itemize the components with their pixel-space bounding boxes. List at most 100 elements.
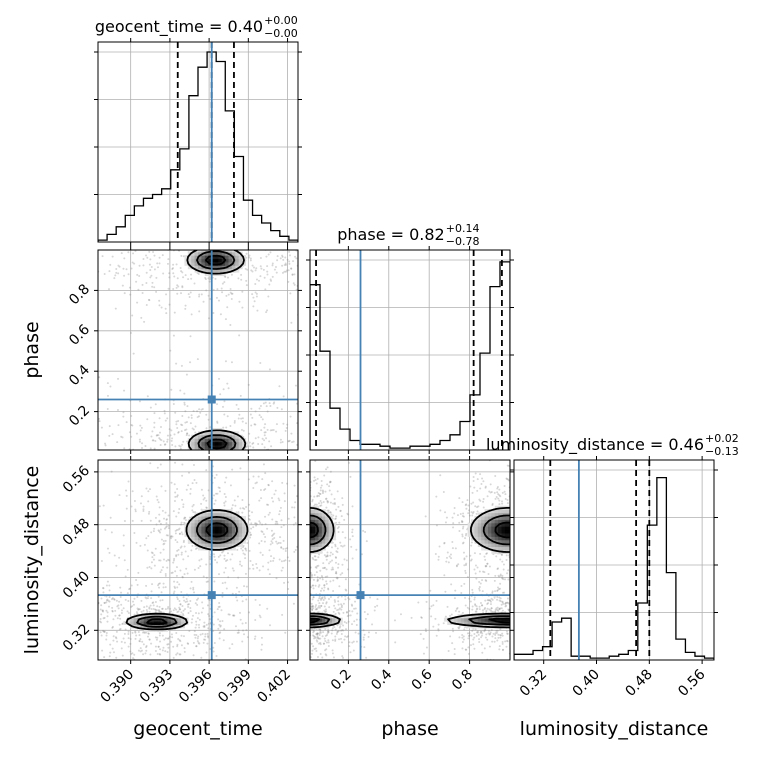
- sample-point: [525, 540, 527, 542]
- sample-point: [299, 507, 301, 509]
- sample-point: [201, 407, 204, 410]
- sample-point: [351, 528, 354, 531]
- sample-point: [320, 232, 322, 234]
- sample-point: [181, 424, 184, 427]
- sample-point: [154, 403, 157, 406]
- sample-point: [108, 270, 111, 273]
- density-cell: [231, 265, 236, 270]
- sample-point: [302, 571, 304, 573]
- sample-point: [240, 564, 243, 567]
- sample-point: [177, 553, 180, 556]
- sample-point: [519, 546, 521, 548]
- sample-point: [321, 656, 324, 659]
- sample-point: [437, 558, 440, 561]
- sample-point: [262, 402, 265, 405]
- sample-point: [159, 224, 161, 226]
- sample-point: [269, 525, 271, 527]
- sample-point: [325, 602, 328, 605]
- density-cell: [187, 265, 192, 270]
- sample-point: [176, 598, 179, 601]
- sample-point: [108, 584, 111, 587]
- sample-point: [258, 414, 261, 417]
- sample-point: [140, 664, 142, 666]
- sample-point: [373, 467, 375, 469]
- sample-point: [150, 435, 153, 438]
- sample-point: [101, 649, 104, 652]
- sample-point: [129, 716, 131, 718]
- sample-point: [154, 547, 157, 550]
- sample-point: [194, 425, 197, 428]
- density-cell: [238, 444, 243, 449]
- sample-point: [481, 579, 484, 582]
- sample-point: [266, 428, 269, 431]
- sample-point: [293, 574, 295, 576]
- sample-point: [505, 554, 508, 557]
- sample-point: [299, 541, 301, 543]
- density-cell: [238, 519, 243, 524]
- sample-point: [117, 454, 119, 456]
- sample-point: [302, 590, 304, 592]
- sample-point: [557, 548, 559, 550]
- sample-point: [135, 432, 138, 435]
- density-cell: [187, 522, 192, 527]
- sample-point: [237, 631, 240, 634]
- sample-point: [302, 620, 304, 622]
- sample-point: [100, 559, 103, 562]
- sample-point: [190, 313, 193, 316]
- sample-point: [295, 525, 297, 527]
- sample-point: [299, 536, 301, 538]
- density-cell: [231, 512, 236, 517]
- sample-point: [133, 597, 136, 600]
- sample-point: [258, 569, 261, 572]
- sample-point: [242, 226, 244, 228]
- sample-point: [244, 267, 247, 270]
- sample-point: [483, 555, 486, 558]
- density-cell: [221, 512, 226, 517]
- sample-point: [529, 552, 531, 554]
- sample-point: [289, 522, 291, 524]
- sample-point: [186, 349, 188, 351]
- sample-point: [336, 630, 339, 633]
- sample-point: [231, 643, 234, 646]
- sample-point: [111, 255, 114, 258]
- sample-point: [290, 586, 292, 588]
- sample-point: [301, 517, 303, 519]
- density-cell: [191, 529, 196, 534]
- hist-luminosity_distance-plot: [514, 460, 714, 660]
- sample-point: [287, 588, 290, 591]
- sample-point: [116, 605, 119, 608]
- sample-point: [176, 284, 179, 287]
- sample-point: [146, 395, 149, 398]
- sample-point: [512, 578, 514, 580]
- sample-point: [207, 294, 210, 297]
- sample-point: [339, 541, 342, 544]
- sample-point: [108, 600, 111, 603]
- sample-point: [541, 534, 543, 536]
- sample-point: [280, 216, 282, 218]
- sample-point: [335, 576, 338, 579]
- sample-point: [300, 623, 302, 625]
- sample-point: [104, 444, 107, 447]
- sample-point: [212, 210, 214, 212]
- density-cell: [194, 438, 199, 443]
- sample-point: [197, 566, 200, 569]
- sample-point: [307, 537, 309, 539]
- sample-point: [232, 614, 235, 617]
- sample-point: [218, 632, 221, 635]
- sample-point: [452, 526, 455, 529]
- sample-point: [177, 548, 180, 551]
- sample-point: [270, 240, 272, 242]
- density-cell: [208, 529, 213, 534]
- density-cell: [214, 444, 219, 449]
- sample-point: [95, 623, 97, 625]
- sample-point: [292, 463, 294, 465]
- sample-point: [319, 628, 322, 631]
- sample-point: [184, 304, 187, 307]
- sample-point: [106, 615, 109, 618]
- sample-point: [519, 493, 521, 495]
- density-cell: [204, 512, 209, 517]
- density-cell: [187, 261, 192, 266]
- sample-point: [172, 287, 175, 290]
- sample-point: [350, 603, 353, 606]
- sample-point: [287, 440, 290, 443]
